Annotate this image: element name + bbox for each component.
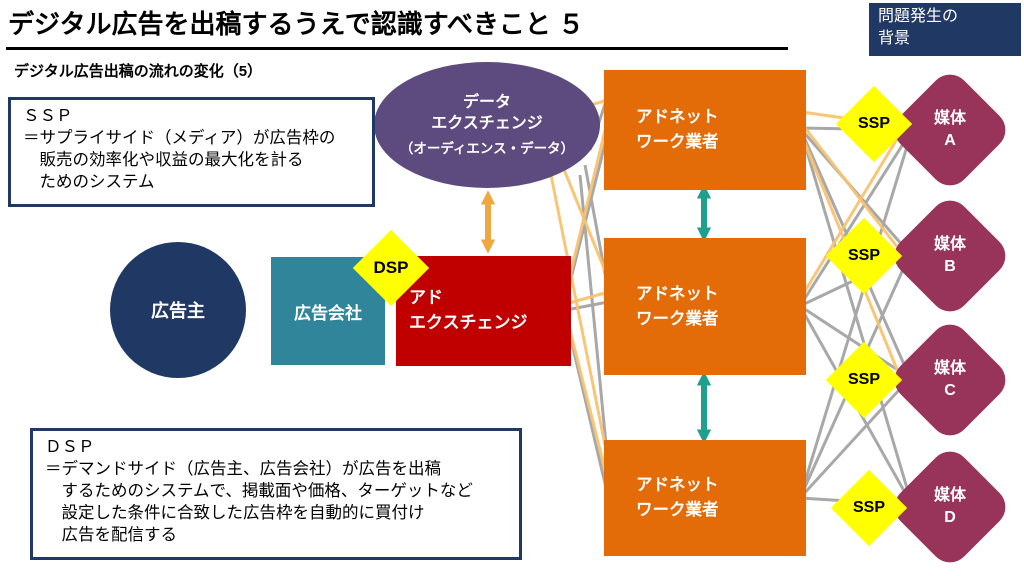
data-exchange-line3: （オーディエンス・データ） <box>399 140 575 156</box>
ssp-badge-1: SSP <box>835 85 913 163</box>
data-exchange-node: データ エクスチェンジ （オーディエンス・データ） <box>374 62 600 188</box>
dsp-badge-label: DSP <box>373 258 409 277</box>
ssp-badge-4-label: SSP <box>852 499 885 516</box>
ssp-badge-4: SSP <box>830 469 908 547</box>
media-node-d-label: 媒体 D <box>933 487 966 526</box>
ad-network-node-2: アドネット ワーク業者 <box>604 238 806 375</box>
data-exchange-line2: エクスチェンジ <box>431 115 543 132</box>
ssp-badge-3-label: SSP <box>847 371 880 388</box>
ssp-badge-2: SSP <box>825 217 903 295</box>
data-exchange-line1: データ <box>462 94 511 112</box>
page-title: デジタル広告を出稿するうえで認識すべきこと ５ <box>6 2 788 50</box>
ad-network-node-1: アドネット ワーク業者 <box>604 70 806 190</box>
ssp-definition-box: ＳＳＰ ＝サプライサイド（メディア）が広告枠の 販売の効率化や収益の最大化を計る… <box>8 97 375 207</box>
ssp-definition-body: ＝サプライサイド（メディア）が広告枠の 販売の効率化や収益の最大化を計る ための… <box>23 128 336 191</box>
ssp-definition-heading: ＳＳＰ <box>23 107 73 125</box>
media-node-a-label: 媒体 A <box>933 110 966 149</box>
media-node-a: 媒体 A <box>886 66 1014 194</box>
media-node-c: 媒体 C <box>886 316 1014 444</box>
ssp-badge-1-label: SSP <box>857 115 890 132</box>
dsp-definition-body: ＝デマンドサイド（広告主、広告会社）が広告を出稿 するためのシステムで、掲載面や… <box>45 459 473 544</box>
dsp-badge: DSP <box>352 229 430 307</box>
corner-tag-problem-background: 問題発生の 背景 <box>869 3 1021 57</box>
advertiser-node: 広告主 <box>110 242 246 378</box>
dsp-definition-heading: ＤＳＰ <box>45 438 95 456</box>
dsp-definition-box: ＤＳＰ ＝デマンドサイド（広告主、広告会社）が広告を出稿 するためのシステムで、… <box>30 428 522 560</box>
ad-exchange-node: アド エクスチェンジ <box>396 256 571 366</box>
media-node-b: 媒体 B <box>886 192 1014 320</box>
subtitle: デジタル広告出稿の流れの変化（5） <box>14 63 263 80</box>
media-node-c-label: 媒体 C <box>933 360 966 399</box>
ssp-badge-3: SSP <box>825 341 903 419</box>
media-node-b-label: 媒体 B <box>933 236 966 275</box>
ssp-badge-2-label: SSP <box>847 247 880 264</box>
ad-network-node-3: アドネット ワーク業者 <box>604 440 806 556</box>
media-node-d: 媒体 D <box>886 443 1014 571</box>
